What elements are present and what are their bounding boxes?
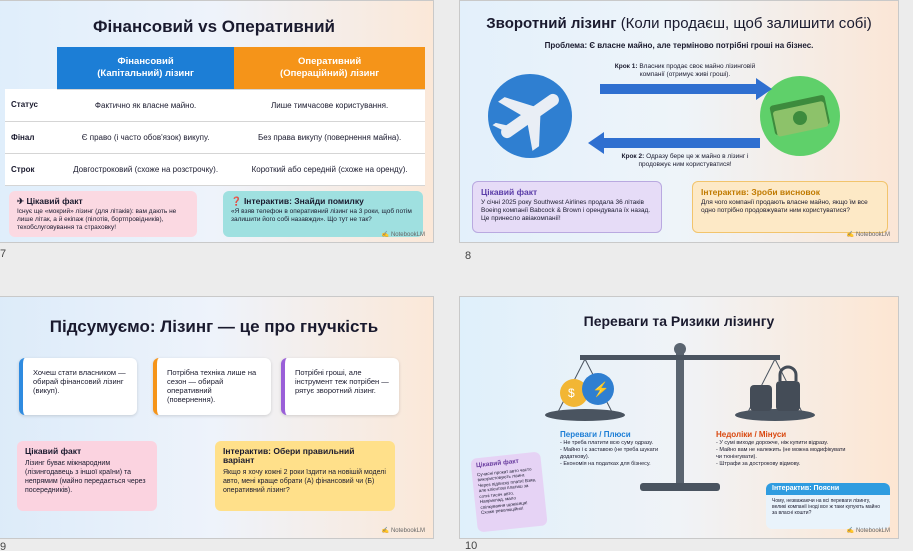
- table-row: Статус Фактично як власне майно. Лише ти…: [5, 89, 425, 122]
- pros-list: Переваги / Плюси - Не треба платити всю …: [560, 430, 659, 468]
- arrow-right: [600, 78, 772, 100]
- brand-watermark: ✍ NotebookLM: [846, 232, 890, 238]
- coins-icon: $ ⚡: [560, 373, 614, 407]
- slide-subtitle: Проблема: Є власне майно, але терміново …: [544, 41, 814, 50]
- interactive-card: Інтерактив: Обери правильний варіант Якщ…: [215, 441, 395, 511]
- slide-number: 8: [465, 250, 472, 262]
- svg-text:⚡: ⚡: [592, 381, 609, 398]
- slide-number: 10: [465, 540, 478, 551]
- slide-title: Зворотний лізинг (Коли продаєш, щоб зали…: [486, 15, 872, 32]
- step-2-text: Крок 2: Одразу бере це ж майно в лізинг …: [621, 153, 749, 168]
- slide-number: 7: [0, 248, 7, 260]
- money-icon: [769, 95, 830, 137]
- slide-thumbnail-9[interactable]: Підсумуємо: Лізинг — це про гнучкість Хо…: [0, 296, 434, 539]
- table-row: Фінал Є право (і часто обов'язок) викупу…: [5, 121, 425, 154]
- step-1-text: Крок 1: Власник продає своє майно лізинг…: [614, 63, 756, 78]
- comparison-table: Фінансовий(Капітальний) лізинг Оперативн…: [5, 47, 425, 186]
- brand-watermark: ✍ NotebookLM: [846, 528, 890, 534]
- svg-text:$: $: [568, 386, 575, 400]
- summary-box-reverse: Потрібні гроші, але інструмент теж потрі…: [281, 358, 399, 415]
- summary-box-operational: Потрібна техніка лише на сезон — обирай …: [153, 358, 271, 415]
- fact-card: Цікавий факт Лізинг буває міжнародним (л…: [17, 441, 157, 511]
- weights-lock-icon: [750, 365, 800, 411]
- slide-thumbnail-8[interactable]: Зворотний лізинг (Коли продаєш, щоб зали…: [459, 0, 899, 243]
- slide-title: Підсумуємо: Лізинг — це про гнучкість: [49, 317, 379, 336]
- slide-thumbnail-7[interactable]: Фінансовий vs Оперативний Фінансовий(Кап…: [0, 0, 434, 243]
- slide-thumbnail-10[interactable]: Переваги та Ризики лізингу $ ⚡: [459, 296, 899, 539]
- slide-title: Фінансовий vs Оперативний: [93, 17, 335, 36]
- arrow-left: [588, 132, 760, 154]
- fact-sticky-note: Цікавий факт Сучасні прокат авто часто в…: [470, 451, 548, 533]
- brand-watermark: ✍ NotebookLM: [381, 528, 425, 534]
- table-row: Строк Довгостроковий (схоже на розстрочк…: [5, 153, 425, 186]
- fact-card: Цікавий факт У січні 2025 року Southwest…: [472, 181, 662, 233]
- slide-number: 9: [0, 541, 7, 551]
- reverse-leasing-diagram: [488, 74, 840, 158]
- brand-watermark: ✍ NotebookLM: [381, 232, 425, 238]
- header-operational: Оперативний(Операційний) лізинг: [234, 47, 425, 90]
- airplane-icon: [492, 93, 559, 151]
- header-financial: Фінансовий(Капітальний) лізинг: [57, 47, 235, 90]
- slide-title: Переваги та Ризики лізингу: [583, 313, 775, 329]
- interactive-card: Інтерактив: Поясни Чому, незважаючи на в…: [766, 483, 890, 529]
- summary-box-financial: Хочеш стати власником — обирай фінансови…: [19, 358, 137, 415]
- cons-list: Недоліки / Мінуси - У сумі виходе дорожч…: [716, 430, 846, 468]
- interactive-card: ❓ Інтерактив: Знайди помилку «Я взяв тел…: [223, 191, 423, 237]
- fact-card: ✈ Цікавий факт Існує ще «мокрий» лізинг …: [9, 191, 197, 237]
- scales-illustration: $ ⚡: [545, 343, 815, 491]
- interactive-card: Інтерактив: Зроби висновок Для чого комп…: [692, 181, 888, 233]
